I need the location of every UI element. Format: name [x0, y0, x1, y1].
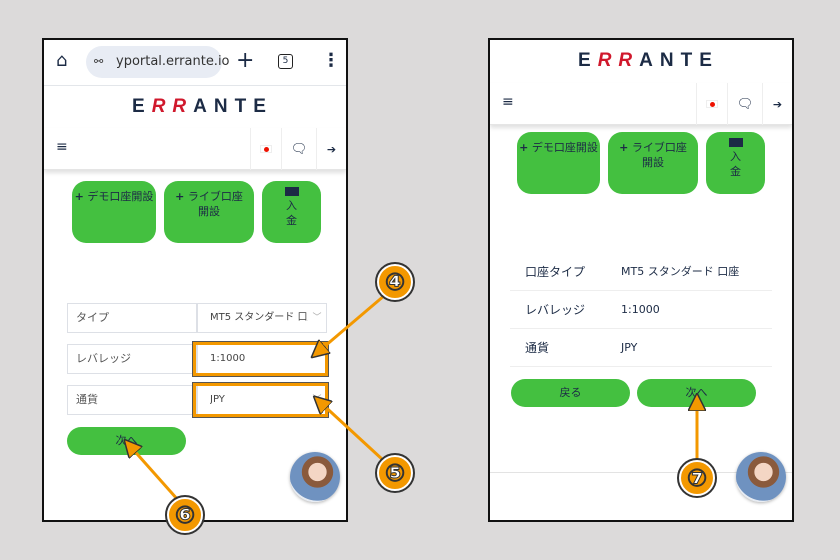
url-text: yportal.errante.io [116, 54, 230, 69]
step-6-badge: ⑥ [165, 495, 205, 535]
hamburger-icon[interactable]: ≡ [502, 94, 514, 110]
live-label: ライブ口座開設 [631, 141, 687, 169]
site-settings-icon[interactable]: ⚯ [94, 55, 104, 68]
top-nav: ≡ 🗨 ➔ [490, 83, 792, 125]
card-icon [284, 187, 299, 196]
account-type-field: タイプ MT5 スタンダード 口座 ﹀ [67, 303, 327, 333]
chat-icon[interactable]: 🗨 [727, 83, 762, 125]
live-label: ライブ口座開設 [187, 190, 243, 218]
tab-count-button[interactable]: 5 [278, 54, 293, 69]
field-label: レバレッジ [67, 344, 197, 374]
right-phone-screenshot: ERRANTE ≡ 🗨 ➔ + デモ口座開設 + ライブ口座開設 入金 口座タイ… [488, 38, 794, 522]
select-value: 1:1000 [210, 353, 246, 364]
plus-icon[interactable]: + [236, 48, 255, 73]
url-bar[interactable]: ⚯ yportal.errante.io [86, 46, 230, 78]
deposit-label: 入金 [730, 150, 741, 178]
step-5-badge: ⑤ [375, 453, 415, 493]
logout-icon[interactable]: ➔ [762, 83, 792, 125]
divider [490, 472, 792, 473]
select-value: JPY [210, 394, 225, 405]
hamburger-icon[interactable]: ≡ [56, 139, 68, 155]
summary-label: 通貨 [525, 341, 550, 355]
highlight-leverage [192, 341, 329, 377]
chevron-down-icon: ﹀ [312, 354, 322, 364]
language-button[interactable] [696, 83, 727, 125]
field-label: 通貨 [67, 385, 197, 415]
chat-icon[interactable]: 🗨 [281, 128, 316, 170]
arrow-5 [320, 402, 385, 462]
live-account-button[interactable]: + ライブ口座開設 [164, 181, 254, 243]
chevron-down-icon: ﹀ [312, 313, 322, 323]
deposit-button[interactable]: 入金 [262, 181, 321, 243]
top-nav: ≡ 🗨 ➔ [44, 128, 346, 170]
step-7-badge: ⑦ [677, 458, 717, 498]
demo-label: デモ口座開設 [87, 190, 154, 203]
demo-account-button[interactable]: + デモ口座開設 [517, 132, 600, 194]
live-account-button[interactable]: + ライブ口座開設 [608, 132, 698, 194]
home-icon[interactable]: ⌂ [56, 50, 68, 71]
field-label: タイプ [67, 303, 197, 333]
summary-row: 通貨 JPY [510, 329, 772, 367]
browser-bar: ⌂ ⚯ yportal.errante.io + 5 ⋮ [44, 40, 346, 86]
summary-value: MT5 スタンダード 口座 [621, 265, 740, 278]
support-chat-avatar[interactable] [290, 452, 340, 502]
select-value: MT5 スタンダード 口座 [210, 312, 308, 323]
support-chat-avatar[interactable] [736, 452, 786, 502]
arrow-6 [130, 446, 180, 501]
summary-row: レバレッジ 1:1000 [510, 291, 772, 329]
errante-logo: ERRANTE [578, 50, 719, 71]
japan-flag-icon [260, 145, 272, 153]
demo-label: デモ口座開設 [531, 141, 598, 154]
card-icon [728, 138, 743, 147]
back-button[interactable]: 戻る [511, 379, 630, 407]
japan-flag-icon [706, 100, 718, 108]
deposit-button[interactable]: 入金 [706, 132, 765, 194]
summary-row: 口座タイプ MT5 スタンダード 口座 [510, 253, 772, 291]
summary-value: 1:1000 [621, 303, 660, 316]
summary-label: レバレッジ [525, 303, 586, 317]
summary-value: JPY [621, 341, 638, 354]
language-button[interactable] [250, 128, 281, 170]
left-phone-screenshot: ⌂ ⚯ yportal.errante.io + 5 ⋮ ERRANTE ≡ 🗨… [42, 38, 348, 522]
logout-icon[interactable]: ➔ [316, 128, 346, 170]
account-type-select[interactable]: MT5 スタンダード 口座 ﹀ [197, 303, 327, 333]
errante-logo: ERRANTE [132, 96, 273, 117]
arrow-4 [318, 293, 386, 352]
step-4-badge: ④ [375, 262, 415, 302]
demo-account-button[interactable]: + デモ口座開設 [72, 181, 156, 243]
more-vert-icon[interactable]: ⋮ [322, 50, 340, 71]
summary-label: 口座タイプ [525, 265, 586, 279]
deposit-label: 入金 [286, 199, 297, 227]
